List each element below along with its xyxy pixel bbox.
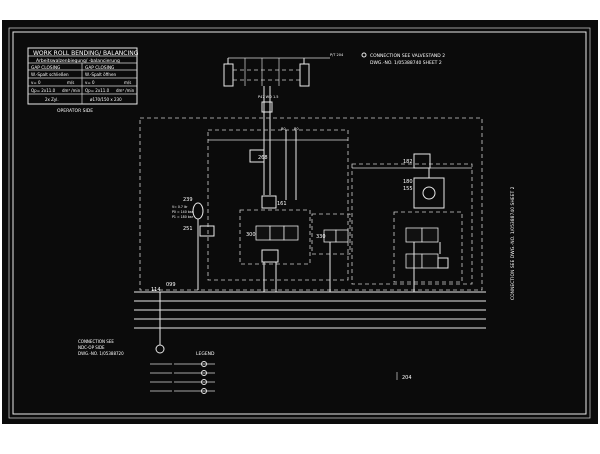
pos-330: 330 <box>316 234 326 240</box>
speed-left: v= 0 <box>31 80 41 85</box>
cylinder-size: ø170/150 x 230 <box>90 97 122 102</box>
top-connection-dwg: DWG.-NO. 1/05388740 SHEET 2 <box>370 60 442 66</box>
svg-text:P47 WD 1.5: P47 WD 1.5 <box>258 95 279 99</box>
bottom-connection-2: NDC-OP SIDE <box>78 345 105 350</box>
directional-valve-300-a <box>255 225 271 241</box>
row-spalt-right: W.-Spalt öffnen <box>85 72 117 77</box>
check-valve-161 <box>261 195 277 209</box>
pos-180: 180 <box>403 179 413 185</box>
bottom-connection-1: CONNECTION SEE <box>78 339 114 344</box>
row-spalt-left: W.-Spalt schließen <box>31 72 69 77</box>
svg-text:P0 = 140 bar: P0 = 140 bar <box>172 210 194 214</box>
pos-268: 268 <box>258 155 268 161</box>
title-block: WORK ROLL BENDING/ BALANCING Arbeitswalz… <box>27 47 139 105</box>
speed-unit-left: m/s <box>67 80 74 85</box>
pos-161: 161 <box>277 201 287 207</box>
valve-251 <box>199 225 215 237</box>
line-tag-top: P/T 204 <box>330 53 344 57</box>
title-text: WORK ROLL BENDING/ BALANCING <box>33 50 139 57</box>
component-268 <box>249 149 265 163</box>
pos-182: 182 <box>403 159 413 165</box>
ref-204: 204 <box>402 375 412 381</box>
bottom-connection-3: DWG.-NO. 1/05388720 <box>78 351 124 356</box>
connection-marker-bottom <box>155 344 165 354</box>
svg-text:V= 0.7 ltr: V= 0.7 ltr <box>172 205 188 209</box>
flow-right: Qp= 2x11.0 <box>85 88 110 93</box>
pos-155: 155 <box>403 186 413 192</box>
right-connection-text: CONNECTION SEE DWG.-NO. 1/05388740 SHEET… <box>510 186 516 300</box>
subtitle-text: Arbeitswalzenbiegung/ -balancierung <box>36 58 120 64</box>
gap-closing-left: GAP CLOSING <box>31 65 60 71</box>
pos-099: 099 <box>166 282 176 288</box>
drawing-border <box>12 31 587 415</box>
flow-unit-right: dm³ /min <box>116 88 135 93</box>
operator-side-label: OPERATOR SIDE <box>57 108 93 114</box>
svg-text:B0: B0 <box>294 127 299 131</box>
cylinder-count: 2x Zyl. <box>45 97 59 102</box>
drawing-outer-border <box>8 27 591 419</box>
legend-block: LEGEND <box>150 351 215 394</box>
svg-text:P1 = 180 bar: P1 = 180 bar <box>172 215 194 219</box>
flow-left: Qp= 2x11.0 <box>31 88 56 93</box>
top-connection-text: CONNECTION SEE VALVESTAND 2 <box>370 53 445 59</box>
valve-stand-envelope <box>139 117 483 291</box>
top-cylinders: P/T 204 <box>223 53 344 87</box>
pos-251: 251 <box>183 226 193 232</box>
pos-114: 114 <box>151 287 161 293</box>
pos-239: 239 <box>183 197 193 203</box>
pos-300: 300 <box>246 232 256 238</box>
bus-lines <box>134 291 486 345</box>
gap-closing-right: GAP CLOSING <box>85 65 114 71</box>
speed-unit-right: m/s <box>124 80 131 85</box>
legend-title: LEGEND <box>196 351 215 357</box>
directional-valve-330 <box>323 229 337 243</box>
pressure-sensor-block <box>261 101 273 113</box>
svg-text:B0: B0 <box>281 127 286 131</box>
drawing-sheet <box>2 20 598 424</box>
flow-unit-left: dm³ /min <box>62 88 81 93</box>
speed-right: v= 0 <box>85 80 95 85</box>
connection-marker-top <box>361 52 367 58</box>
